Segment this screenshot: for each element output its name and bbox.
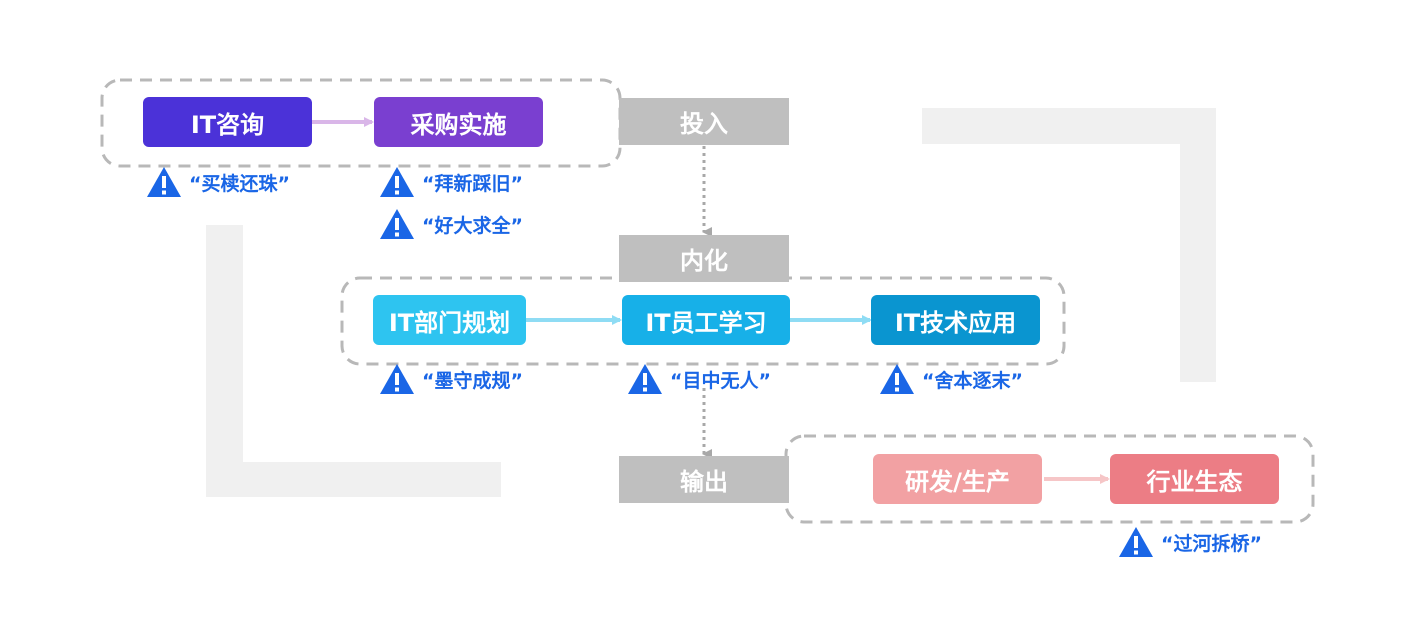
warning-text: “目中无人”	[670, 369, 771, 392]
node-industry-ecosystem: 行业生态	[1110, 454, 1279, 504]
warning-triangle-icon	[880, 364, 914, 394]
stage-internalize: 内化	[619, 235, 789, 282]
warning-1: “买椟还珠”	[145, 164, 290, 200]
node-it-consulting: IT咨询	[143, 97, 312, 147]
stage-output: 输出	[619, 456, 789, 503]
warning-text: “舍本逐末”	[922, 369, 1023, 392]
warning-triangle-icon	[628, 364, 662, 394]
warning-6: “舍本逐末”	[878, 361, 1023, 397]
warning-triangle-icon	[380, 167, 414, 197]
warning-5: “目中无人”	[626, 361, 771, 397]
warning-2: “拜新踩旧”	[378, 164, 523, 200]
left-l-frame	[206, 225, 501, 497]
right-l-frame	[922, 108, 1216, 382]
warning-triangle-icon	[1119, 527, 1153, 557]
node-procurement: 采购实施	[374, 97, 543, 147]
warning-text: “墨守成规”	[422, 369, 523, 392]
node-it-tech-application: IT技术应用	[871, 295, 1040, 345]
warning-triangle-icon	[380, 364, 414, 394]
node-it-staff-learning: IT员工学习	[622, 295, 790, 345]
warning-4: “墨守成规”	[378, 361, 523, 397]
top-group-frame	[100, 78, 622, 168]
warning-triangle-icon	[147, 167, 181, 197]
warning-7: “过河拆桥”	[1117, 524, 1262, 560]
warning-text: “买椟还珠”	[189, 172, 290, 195]
warning-text: “好大求全”	[422, 214, 523, 237]
warning-triangle-icon	[380, 209, 414, 239]
stage-input: 投入	[619, 98, 789, 145]
warning-text: “拜新踩旧”	[422, 172, 523, 195]
warning-3: “好大求全”	[378, 206, 523, 242]
warning-text: “过河拆桥”	[1161, 532, 1262, 555]
node-rnd-production: 研发/生产	[873, 454, 1042, 504]
node-it-dept-planning: IT部门规划	[373, 295, 526, 345]
